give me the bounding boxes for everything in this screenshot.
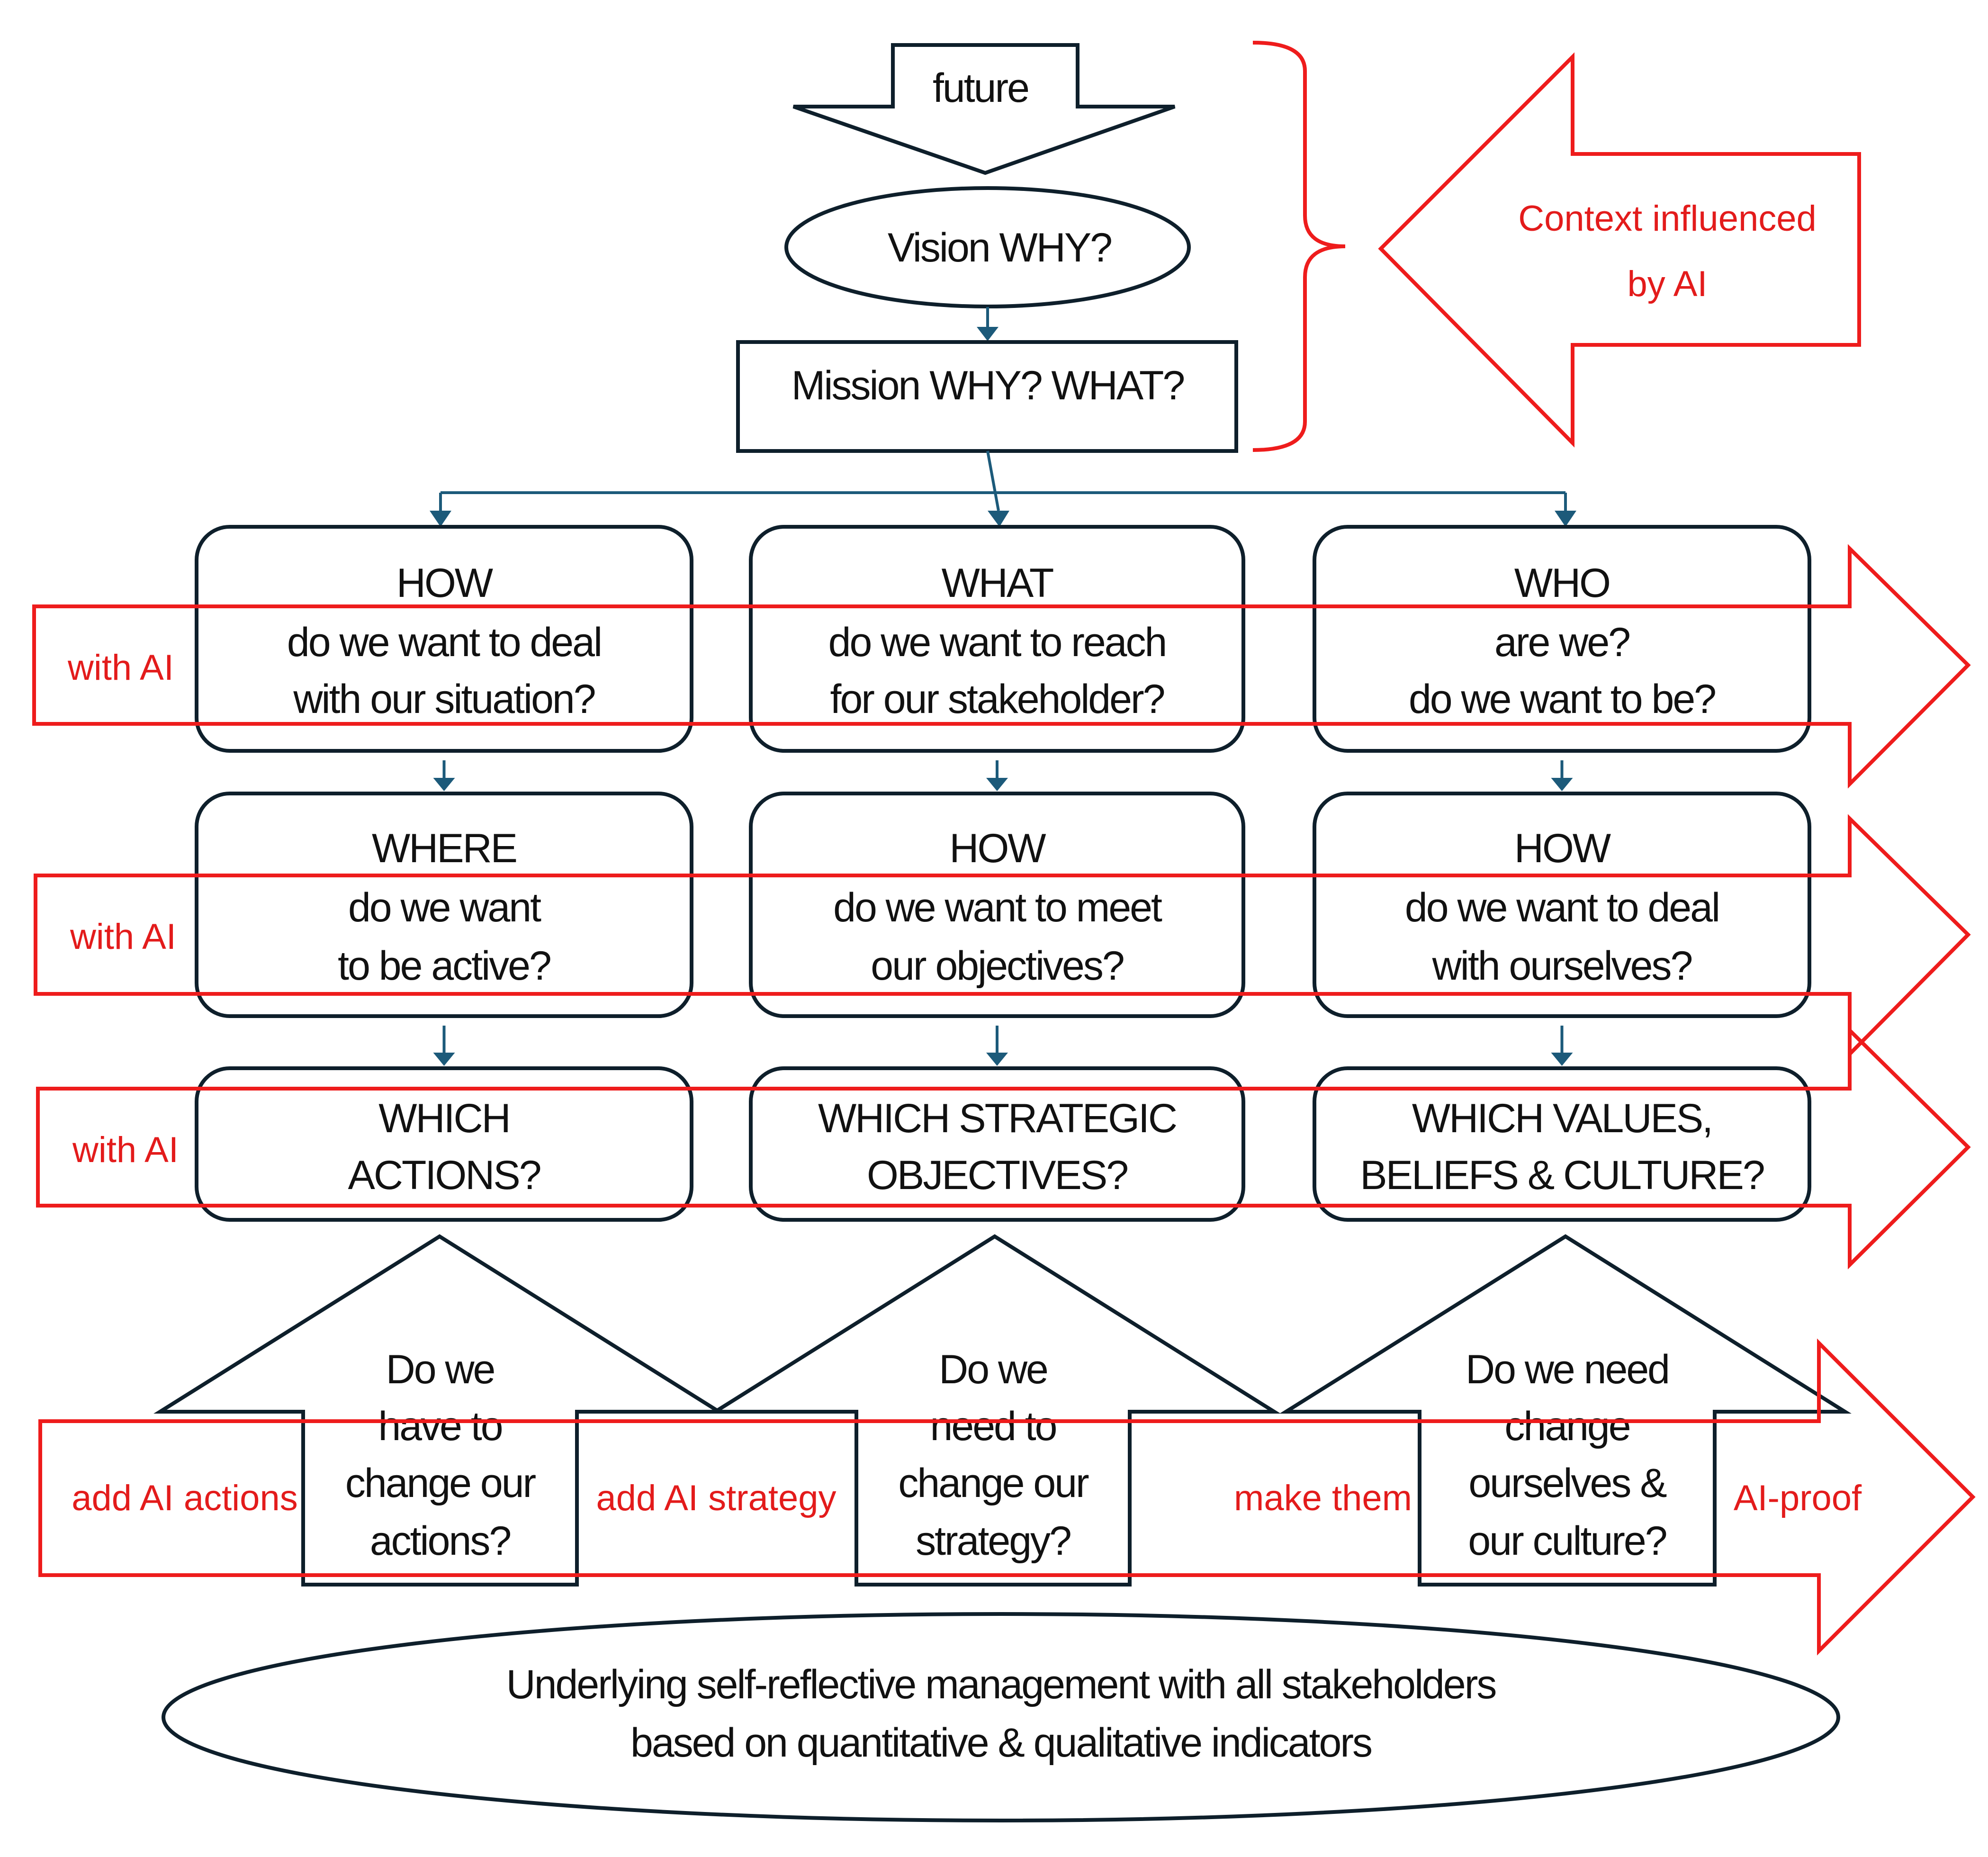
footer-line2: based on quantitative & qualitative indi… [630, 1720, 1371, 1766]
up-arrow-col2 [709, 1234, 1281, 1587]
with-ai-arrows: with AI with AI with AI [32, 544, 1971, 1270]
box-col2-row2 [749, 792, 1245, 1018]
question-col3-line4: our culture? [1468, 1518, 1666, 1564]
context-brace [1252, 41, 1346, 452]
box-col1-row3-line1: WHICH [378, 1096, 509, 1141]
up-arrow-col1 [153, 1234, 726, 1587]
box-col1-row3-line2: ACTIONS? [348, 1153, 540, 1198]
question-col2-line1: Do we [939, 1347, 1047, 1392]
box-col1-row2 [195, 792, 693, 1018]
question-col1-line3: change our [345, 1460, 536, 1506]
vision-ellipse [784, 186, 1191, 308]
question-col2-line4: strategy? [916, 1518, 1070, 1564]
bottom-label-add-ai-strategy: add AI strategy [596, 1478, 837, 1518]
box-col2-row1-line1: WHAT [942, 560, 1053, 606]
footer-ellipse [162, 1612, 1840, 1822]
question-col2-line3: change our [898, 1460, 1089, 1506]
with-ai-label-row2: with AI [70, 917, 176, 957]
with-ai-arrow-row3 [36, 1026, 1971, 1270]
box-col3-row1-line3: do we want to be? [1409, 676, 1715, 722]
box-col2-row3-line1: WHICH STRATEGIC [818, 1096, 1176, 1141]
box-col1-row3 [195, 1066, 693, 1222]
bottom-label-make-them: make them [1234, 1478, 1412, 1518]
future-label: future [933, 65, 1028, 111]
question-col1-line2: have to [378, 1404, 502, 1449]
future-arrow-shape [792, 43, 1176, 175]
box-col1-row2-line3: to be active? [338, 943, 550, 989]
box-col2-row1 [749, 525, 1245, 753]
question-col3-line3: ourselves & [1468, 1460, 1667, 1506]
context-label-line1: Context influenced [1518, 198, 1817, 239]
box-col2-row1-line3: for our stakeholder? [830, 676, 1164, 722]
box-col3-row2-line3: with ourselves? [1432, 943, 1692, 989]
up-arrow-col3 [1279, 1234, 1852, 1587]
box-col3-row3-line1: WHICH VALUES, [1412, 1096, 1712, 1141]
box-col1-row2-line1: WHERE [372, 826, 516, 871]
question-col1-line4: actions? [370, 1518, 510, 1564]
box-col2-row3-line2: OBJECTIVES? [867, 1153, 1127, 1198]
box-col3-row1-line2: are we? [1494, 620, 1629, 665]
question-col3-line2: change [1504, 1404, 1629, 1449]
box-col3-row1 [1313, 525, 1811, 753]
context-arrow-shape [1378, 52, 1861, 448]
box-col2-row2-line3: our objectives? [871, 943, 1124, 989]
mission-label: Mission WHY? WHAT? [792, 363, 1184, 408]
bottom-red-arrow-shape [38, 1338, 1976, 1656]
box-col1-row2-line2: do we want [348, 885, 541, 930]
with-ai-label-row3: with AI [72, 1130, 179, 1170]
vision-label: Vision WHY? [888, 225, 1111, 270]
box-col2-row2-line1: HOW [949, 826, 1046, 871]
box-col2-row2-line2: do we want to meet [833, 885, 1162, 930]
bottom-label-add-ai-actions: add AI actions [72, 1478, 297, 1518]
context-label-line2: by AI [1628, 264, 1708, 304]
box-col1-row1-line2: do we want to deal [287, 620, 601, 665]
box-col3-row2-line2: do we want to deal [1405, 885, 1719, 930]
question-col2-line2: need to [930, 1404, 1056, 1449]
box-col1-row1-line1: HOW [396, 560, 493, 606]
box-col2-row1-line2: do we want to reach [828, 620, 1166, 665]
framework-grid: HOW do we want to deal with our situation?… [153, 525, 1852, 1587]
with-ai-label-row1: with AI [67, 648, 174, 688]
box-col1-row1 [195, 525, 693, 753]
box-col3-row2 [1313, 792, 1811, 1018]
box-col2-row3 [749, 1066, 1245, 1222]
question-col1-line1: Do we [386, 1347, 495, 1392]
mission-box [736, 340, 1238, 453]
box-col3-row3-line2: BELIEFS & CULTURE? [1360, 1153, 1764, 1198]
with-ai-arrow-row2 [34, 814, 1971, 1059]
with-ai-arrow-row1 [32, 544, 1971, 789]
box-col3-row1-line1: WHO [1514, 560, 1610, 606]
question-col3-line1: Do we need [1466, 1347, 1669, 1392]
footer-line1: Underlying self-reflective management wi… [506, 1662, 1496, 1707]
box-col3-row2-line1: HOW [1514, 826, 1611, 871]
box-col3-row3 [1313, 1066, 1811, 1222]
bottom-label-ai-proof: AI-proof [1734, 1478, 1862, 1518]
box-col1-row1-line3: with our situation? [293, 676, 594, 722]
